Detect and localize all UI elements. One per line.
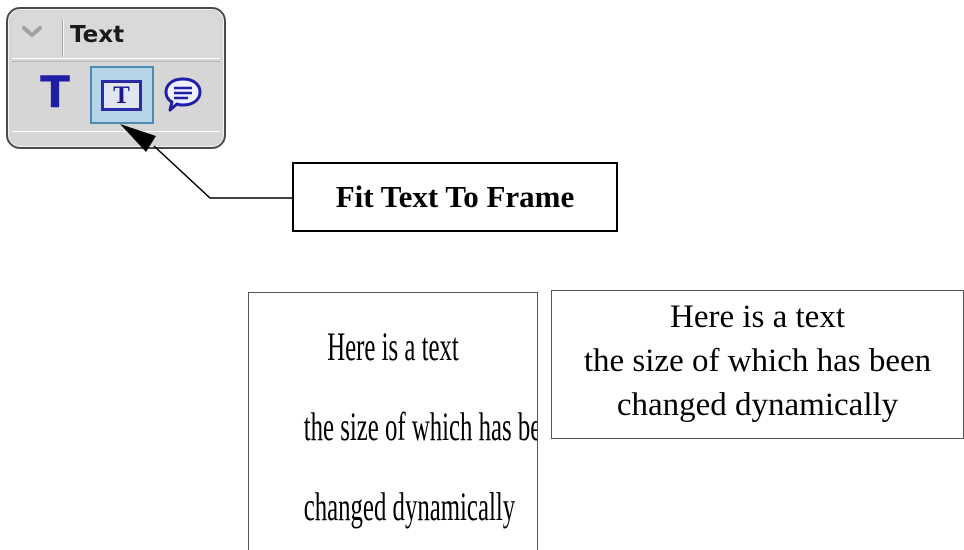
fit-icon-glyph: T (113, 82, 130, 109)
callout-label: Fit Text To Frame (292, 162, 618, 232)
chevron-down-icon[interactable] (21, 25, 43, 39)
normal-text-line: the size of which has been (583, 343, 932, 379)
fit-text-to-frame-icon: T (101, 80, 142, 111)
panel-title: Text (70, 22, 125, 48)
fit-text-to-frame-button[interactable]: T (90, 66, 154, 124)
fitted-text-frame: Here is a text the size of which has bee… (248, 292, 538, 550)
normal-text-line: Here is a text (669, 299, 845, 335)
tool-row: T T (12, 61, 220, 128)
normal-text-frame: Here is a text the size of which has bee… (551, 290, 964, 439)
fitted-text-line: changed dynamically (303, 484, 516, 529)
speech-bubble-icon (164, 77, 202, 112)
header-separator (62, 19, 63, 57)
text-tool-button[interactable]: T (34, 66, 84, 124)
fitted-text-line: the size of which has been (303, 404, 537, 449)
fitted-text-line: Here is a text (327, 324, 459, 369)
speech-bubble-button[interactable] (158, 66, 210, 124)
text-icon: T (40, 67, 71, 118)
normal-text-line: changed dynamically (616, 387, 899, 423)
normal-text: Here is a text the size of which has bee… (552, 295, 963, 427)
panel-header[interactable]: Text (12, 13, 220, 59)
text-toolbar-panel: Text T T (6, 7, 226, 149)
panel-footer (12, 131, 220, 142)
fitted-text: Here is a text the size of which has bee… (303, 307, 537, 547)
